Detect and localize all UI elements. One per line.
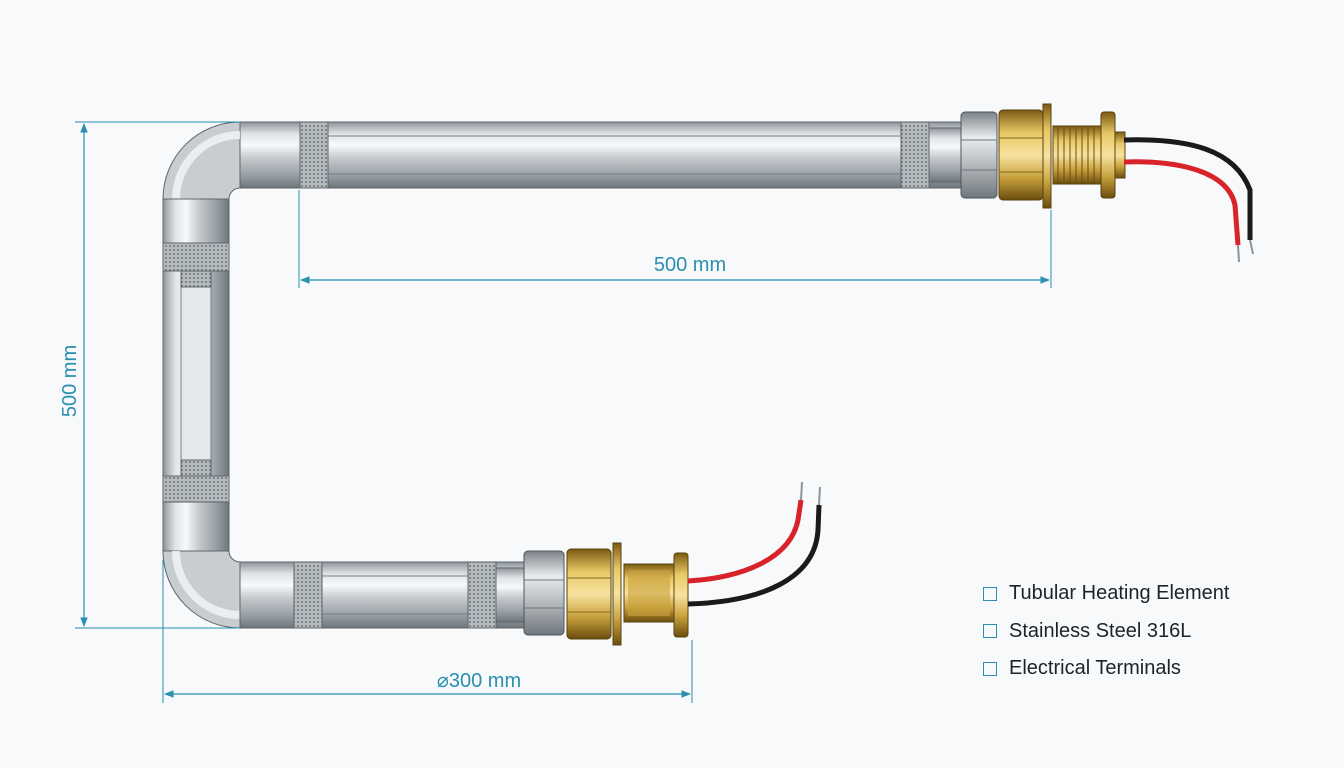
legend-item: Electrical Terminals — [983, 650, 1313, 688]
heating-tube — [162, 121, 966, 629]
checkbox-icon — [983, 586, 997, 601]
legend-label: Electrical Terminals — [1009, 657, 1181, 680]
legend: Tubular Heating Element Stainless Steel … — [983, 575, 1313, 688]
legend-label: Tubular Heating Element — [1009, 582, 1230, 605]
dimension-top: 500 mm — [298, 190, 1052, 288]
top-terminal-fitting — [928, 103, 1126, 209]
top-wires — [1123, 137, 1254, 263]
bottom-terminal-fitting — [495, 542, 689, 646]
checkbox-icon — [983, 661, 997, 676]
bottom-wires — [687, 481, 822, 607]
dimension-bottom-label: ⌀300 mm — [437, 670, 521, 692]
dimension-bottom: ⌀300 mm — [162, 560, 693, 703]
legend-item: Tubular Heating Element — [983, 575, 1313, 613]
dimension-vertical-label: 500 mm — [59, 345, 81, 417]
dimension-vertical: 500 mm — [59, 121, 240, 629]
knurled-band — [162, 121, 930, 629]
legend-item: Stainless Steel 316L — [983, 613, 1313, 651]
legend-label: Stainless Steel 316L — [1009, 619, 1192, 642]
dimension-top-label: 500 mm — [654, 254, 726, 276]
checkbox-icon — [983, 624, 997, 639]
